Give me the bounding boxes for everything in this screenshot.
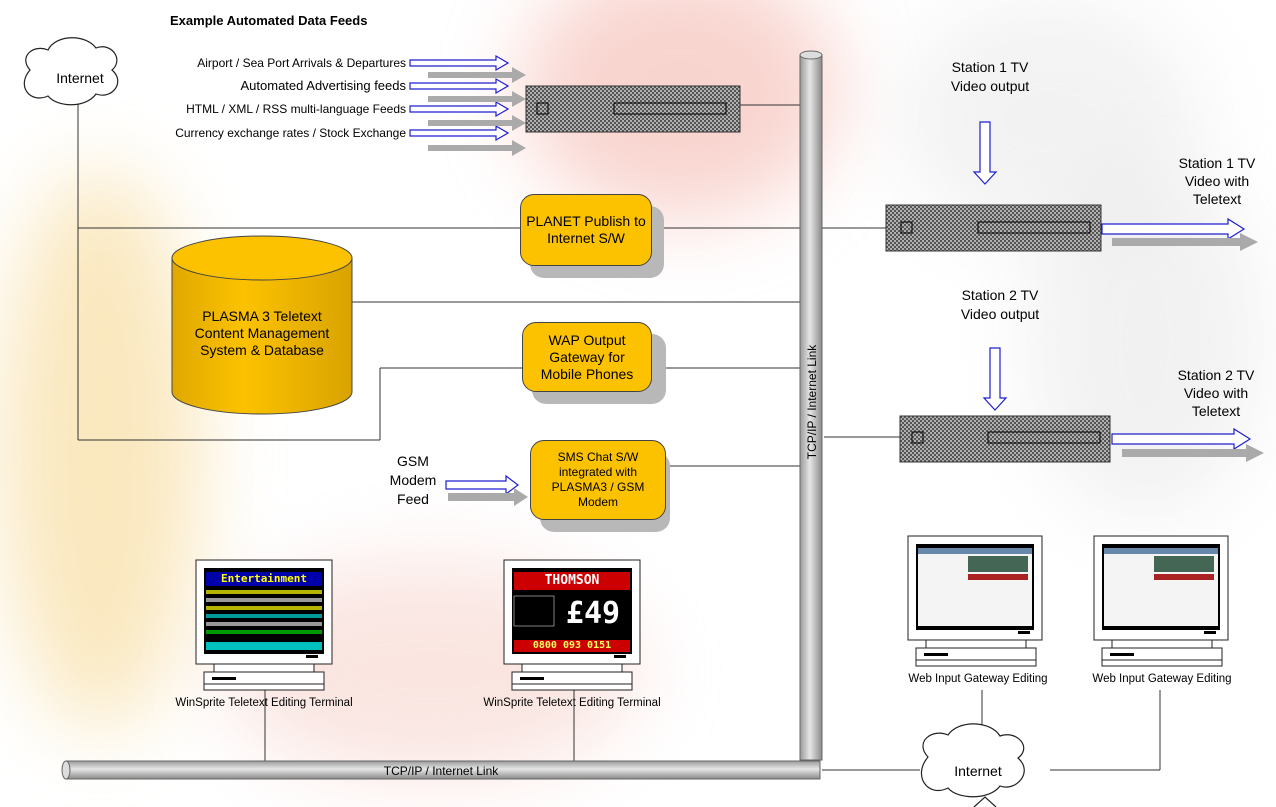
pipe-end bbox=[799, 50, 823, 60]
station2-input-arrow bbox=[982, 347, 1008, 411]
plasma-database-cylinder bbox=[171, 235, 353, 415]
wap-gateway-box: WAP Output Gateway for Mobile Phones bbox=[522, 322, 652, 392]
gsm-feed-label: GSM Modem Feed bbox=[389, 453, 437, 507]
vertical-link-label: TCP/IP / Internet Link bbox=[805, 344, 819, 460]
screen1-title: Entertainment bbox=[220, 572, 308, 585]
winsprite-terminal-2 bbox=[503, 559, 641, 691]
terminal1-label: WinSprite Teletext Editing Terminal bbox=[175, 697, 353, 709]
feed-label: Automated Advertising feeds bbox=[240, 78, 407, 93]
station2-output-arrow-grey bbox=[1122, 444, 1264, 462]
internet-label: Internet bbox=[954, 763, 1002, 779]
internet-cloud-icon bbox=[921, 723, 1025, 798]
terminal2-label: WinSprite Teletext Editing Terminal bbox=[483, 697, 661, 709]
connection-lines bbox=[77, 100, 1161, 771]
station2-output-label: Station 2 TV Video with Teletext bbox=[1177, 367, 1255, 419]
horizontal-link-label: TCP/IP / Internet Link bbox=[383, 764, 499, 778]
feed-arrows-grey bbox=[428, 67, 526, 156]
screen2-phone: 0800 093 0151 bbox=[532, 640, 612, 651]
station2-input-label: Station 2 TV Video output bbox=[960, 287, 1040, 322]
station2-encoder-device bbox=[899, 415, 1111, 463]
data-feed-device bbox=[525, 85, 741, 133]
station2-output-arrow bbox=[1111, 427, 1252, 451]
station1-output-arrow bbox=[1101, 217, 1246, 241]
screen2-title: THOMSON bbox=[544, 573, 600, 588]
station1-encoder-device bbox=[885, 204, 1102, 252]
internet-cloud-icon bbox=[23, 37, 119, 106]
station1-output-label: Station 1 TV Video with Teletext bbox=[1178, 155, 1256, 207]
web-gateway-terminal-1 bbox=[907, 535, 1043, 667]
sms-chat-box: SMS Chat S/W integrated with PLASMA3 / G… bbox=[530, 440, 666, 520]
station1-input-arrow bbox=[972, 121, 998, 185]
screen2-price: £49 bbox=[565, 596, 621, 631]
station1-output-arrow-grey bbox=[1112, 233, 1258, 251]
plasma-database-label: PLASMA 3 Teletext Content Management Sys… bbox=[194, 308, 330, 358]
feed-label: HTML / XML / RSS multi-language Feeds bbox=[186, 102, 406, 116]
planet-publish-box: PLANET Publish to Internet S/W bbox=[520, 194, 652, 266]
gsm-feed-arrow bbox=[445, 474, 519, 496]
gsm-feed-arrow-grey bbox=[448, 488, 528, 506]
pipe-end bbox=[61, 760, 71, 780]
internet-label: Internet bbox=[56, 70, 104, 86]
feed-label: Currency exchange rates / Stock Exchange bbox=[175, 126, 406, 140]
background-tint bbox=[0, 170, 200, 730]
station1-input-label: Station 1 TV Video output bbox=[950, 59, 1030, 94]
feed-arrows-blue bbox=[409, 54, 510, 142]
winsprite-terminal-1 bbox=[195, 559, 333, 691]
diagram-title: Example Automated Data Feeds bbox=[170, 13, 368, 28]
cloud-tail bbox=[973, 796, 997, 807]
web2-label: Web Input Gateway Editing bbox=[1092, 673, 1232, 685]
web1-label: Web Input Gateway Editing bbox=[908, 673, 1048, 685]
web-gateway-terminal-2 bbox=[1093, 535, 1229, 667]
feed-label: Airport / Sea Port Arrivals & Departures bbox=[197, 56, 406, 70]
